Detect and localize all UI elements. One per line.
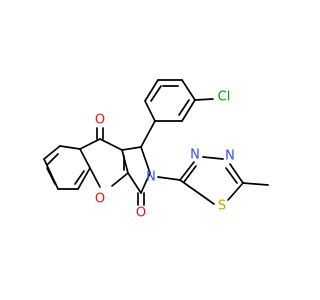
bond [77, 167, 91, 190]
atom-nitrogen-thiadiazole-2: N [225, 149, 235, 164]
atom-labels: Cl O O O N N N S [95, 90, 235, 221]
molecule-structure: Cl O O O N N N S [43, 79, 269, 221]
atom-oxygen-ring: O [95, 192, 105, 207]
bond [140, 146, 151, 174]
bond [179, 161, 195, 181]
bond [144, 100, 156, 122]
bond [46, 167, 56, 185]
bond [89, 167, 101, 188]
bond [79, 148, 91, 169]
atom-sulfur: S [218, 199, 226, 214]
bond [194, 98, 214, 101]
bond [99, 138, 123, 151]
bond [121, 149, 129, 174]
bond [181, 99, 196, 122]
atom-oxygen-lactam: O [136, 206, 146, 221]
bond [157, 176, 181, 181]
bond [242, 182, 269, 186]
bond [150, 85, 162, 102]
atom-nitrogen-ring: N [146, 170, 156, 185]
bond [121, 146, 142, 151]
bond [111, 172, 129, 187]
bond [74, 170, 85, 185]
bond [79, 138, 101, 150]
bond [229, 163, 244, 184]
bond [202, 156, 224, 160]
bond [46, 153, 59, 166]
bond [140, 120, 156, 148]
bond [140, 172, 151, 194]
bond [144, 79, 159, 102]
bond [127, 172, 142, 194]
bond [227, 182, 244, 201]
bond [43, 145, 61, 160]
atom-nitrogen-thiadiazole-1: N [190, 148, 200, 163]
bonds [43, 79, 269, 206]
bond [225, 167, 238, 184]
bond [178, 99, 190, 116]
atom-chlorine: Cl [218, 90, 231, 105]
bond [183, 165, 197, 183]
molecule-canvas: Cl O O O N N N S [43, 79, 269, 221]
bond [181, 79, 196, 101]
atom-oxygen-ketone: O [95, 113, 105, 128]
bond [179, 179, 215, 205]
bond [43, 158, 59, 190]
bond [59, 145, 81, 150]
